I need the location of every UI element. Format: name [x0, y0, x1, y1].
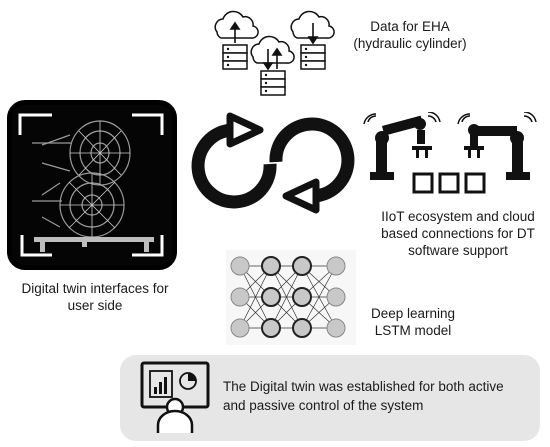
network-node — [230, 318, 250, 338]
monitor-user-icon — [140, 361, 210, 433]
digital-twin-panel — [7, 100, 177, 270]
iiot-label: IIoT ecosystem and cloud based connectio… — [381, 209, 535, 258]
cycle-arrows-icon — [191, 112, 355, 214]
robotic-arm-icon — [363, 112, 537, 194]
network-node — [230, 256, 250, 276]
banner-text: The Digital twin was established for bot… — [223, 379, 504, 413]
network-node — [292, 287, 312, 307]
neural-network-icon — [226, 250, 356, 345]
deep-learning-label: Deep learning LSTM model — [370, 306, 456, 338]
network-edge — [270, 265, 303, 329]
summary-banner: The Digital twin was established for bot… — [120, 355, 540, 441]
eha-data-label: Data for EHA (hydraulic cylinder) — [353, 19, 467, 51]
jet-engine-icon — [12, 105, 172, 265]
network-node — [326, 287, 346, 307]
cloud-database-icon — [214, 10, 335, 96]
network-edge — [239, 265, 272, 329]
network-node — [261, 256, 281, 276]
network-node — [326, 256, 346, 276]
network-node — [230, 287, 250, 307]
network-edge — [301, 265, 337, 329]
twin-interfaces-label: Digital twin interfaces for user side — [21, 281, 169, 313]
network-node — [292, 256, 312, 276]
network-node — [261, 318, 281, 338]
network-node — [292, 318, 312, 338]
network-node — [326, 318, 346, 338]
network-node — [261, 287, 281, 307]
